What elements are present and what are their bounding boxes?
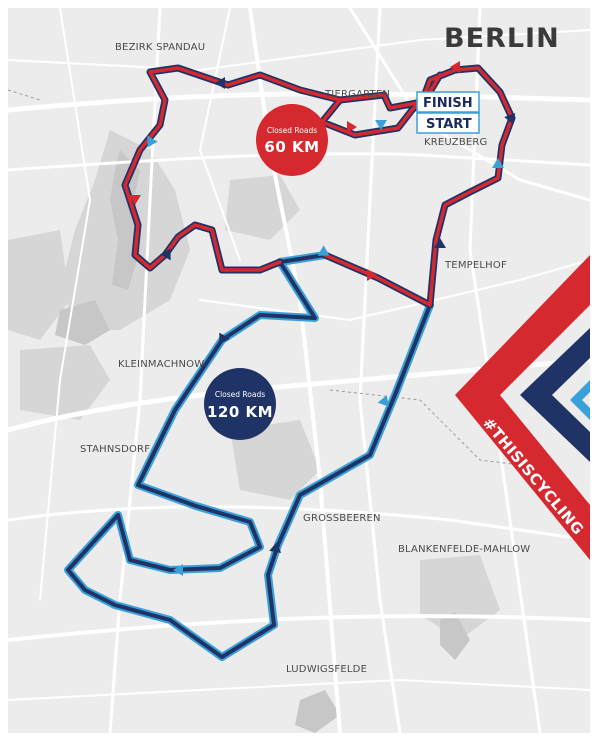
start-label: START	[426, 117, 472, 132]
badge-distance: 60 KM	[264, 138, 319, 156]
arrow-icon	[215, 77, 225, 89]
arrow-icon	[317, 245, 330, 256]
arrow-icon	[173, 564, 183, 576]
arrow-icon	[129, 195, 141, 205]
finish-label: FINISH	[423, 96, 473, 111]
label-kleinmachnow: KLEINMACHNOW	[118, 359, 204, 370]
arrow-icon	[269, 542, 282, 553]
badge-120-km: Closed Roads 120 KM	[204, 368, 276, 440]
badge-circle	[256, 104, 328, 176]
arrow-icon	[504, 113, 516, 125]
label-tiergarten: TIERGARTEN	[324, 89, 390, 100]
chevron-blue	[570, 380, 590, 420]
chevron-red	[455, 255, 590, 560]
label-kreuzberg: KREUZBERG	[424, 137, 488, 148]
badge-60-km: Closed Roads 60 KM	[256, 104, 328, 176]
badge-circle	[204, 368, 276, 440]
arrow-icon	[347, 121, 357, 133]
direction-arrows	[129, 61, 516, 576]
label-grossbeeren: GROSSBEEREN	[303, 513, 381, 524]
arrow-icon	[434, 238, 446, 248]
arrow-icon	[367, 269, 377, 281]
badge-distance: 120 KM	[207, 403, 273, 421]
label-spandau: BEZIRK SPANDAU	[115, 42, 205, 53]
label-blankenfelde: BLANKENFELDE-MAHLOW	[398, 544, 530, 555]
arrow-icon	[450, 61, 460, 73]
arrow-icon	[219, 332, 230, 345]
map-title: BERLIN	[444, 23, 560, 54]
label-tempelhof: TEMPELHOF	[444, 260, 507, 271]
arrow-icon	[160, 248, 171, 261]
chevron-navy	[520, 328, 590, 462]
badge-subtitle: Closed Roads	[267, 126, 317, 135]
label-stahnsdorf: STAHNSDORF	[80, 444, 150, 455]
finish-start-marker: FINISH START	[416, 91, 480, 134]
arrow-icon	[375, 120, 387, 130]
arrow-icon	[492, 158, 504, 168]
badge-subtitle: Closed Roads	[215, 390, 265, 399]
arrow-icon	[147, 135, 158, 148]
finish-box	[416, 91, 480, 113]
water-bodies	[55, 150, 470, 733]
arrow-icon	[377, 395, 389, 407]
label-ludwigsfelde: LUDWIGSFELDE	[286, 664, 367, 675]
start-box	[416, 112, 480, 134]
district-boundary	[8, 89, 561, 471]
place-labels: BEZIRK SPANDAU TIERGARTEN KREUZBERG TEMP…	[80, 42, 530, 675]
